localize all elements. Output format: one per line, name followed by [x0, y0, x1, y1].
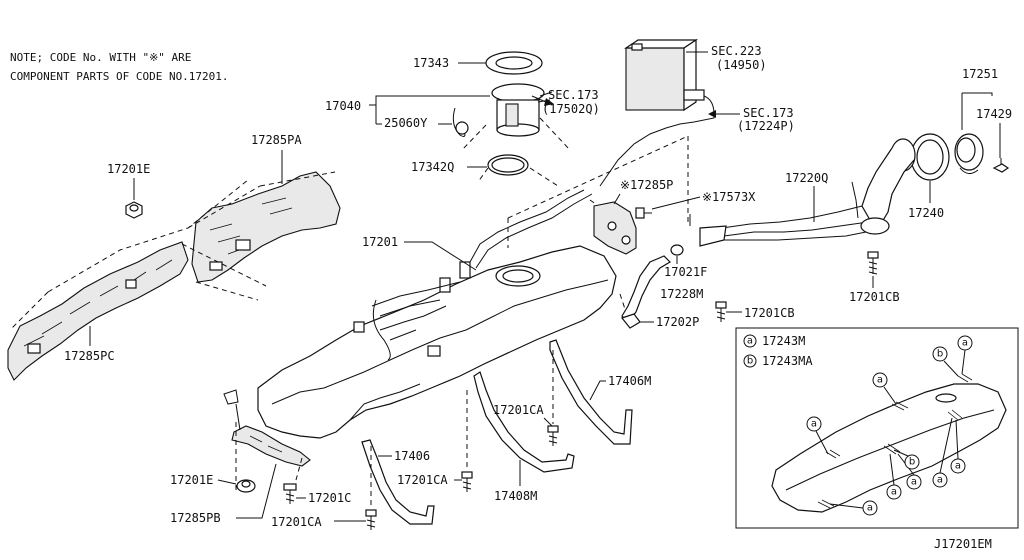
- label-17251: 17251: [962, 67, 998, 81]
- label-17201cb-right: 17201CB: [849, 290, 900, 304]
- evap-canister-sec223: [599, 38, 715, 187]
- svg-text:a: a: [891, 487, 897, 498]
- nut-17201e-bottom: [236, 479, 256, 493]
- callout-a-5: a: [932, 417, 953, 488]
- inset-sensor-location-panel: a 17243M b 17243MA a a b a: [735, 327, 1019, 529]
- label-17285pc: 17285PC: [64, 349, 115, 363]
- svg-text:a: a: [867, 503, 873, 514]
- bolt-17201ca-mid: [547, 425, 559, 446]
- label-sec223: SEC.223: [711, 44, 762, 58]
- note-line-1: NOTE; CODE No. WITH "※" ARE: [10, 51, 191, 64]
- heat-shield-17285pa: [191, 171, 341, 283]
- callout-a-2: a: [872, 372, 897, 405]
- svg-text:a: a: [911, 477, 917, 488]
- legend-a-symbol: a: [747, 336, 753, 347]
- svg-text:a: a: [937, 475, 943, 486]
- label-17201ca-mid: 17201CA: [493, 403, 544, 417]
- bolt-17201cb-mid: [715, 301, 727, 322]
- label-17406m: 17406M: [608, 374, 651, 388]
- callout-a-7: a: [886, 453, 902, 500]
- bolt-17201c: [283, 483, 297, 504]
- fuel-tank-17201: [257, 189, 617, 439]
- filler-tube-17220q: [689, 138, 916, 247]
- svg-text:b: b: [937, 349, 943, 360]
- bolt-17201cb-right: [867, 251, 879, 275]
- strap-17406m: [549, 339, 633, 445]
- legend-b-circle: [743, 354, 757, 368]
- callout-b-2: b: [893, 449, 920, 470]
- bracket-17285p: [593, 201, 637, 255]
- label-17228m: 17228M: [660, 287, 703, 301]
- svg-text:a: a: [955, 461, 961, 472]
- label-25060y: 25060Y: [384, 116, 428, 130]
- heat-shield-17285pc: [7, 241, 189, 381]
- label-17201ca-bottom: 17201CA: [271, 515, 322, 529]
- heat-shield-17285pb: [223, 389, 311, 467]
- label-17201e-top: 17201E: [107, 162, 150, 176]
- label-17201: 17201: [362, 235, 398, 249]
- fuel-pump-gasket-17343: [485, 51, 543, 75]
- label-sec173-b: SEC.173: [743, 106, 794, 120]
- label-17240: 17240: [908, 206, 944, 220]
- label-17202p: 17202P: [656, 315, 699, 329]
- strap-17406: [361, 439, 435, 525]
- strap-17408m: [473, 371, 575, 473]
- callout-a-8: a: [829, 500, 878, 516]
- nut-17201e-top: [125, 201, 143, 219]
- callout-a-4: a: [950, 419, 966, 474]
- fuel-pump-o-ring-17342q: [487, 154, 529, 176]
- clip-17021f: [670, 244, 684, 256]
- filler-cap-clip-17429: [992, 158, 1010, 173]
- callout-a-3: a: [957, 335, 973, 375]
- bolt-17201ca-bottom: [365, 509, 377, 530]
- label-17406: 17406: [394, 449, 430, 463]
- label-sec173-b-ref: (17224P): [737, 119, 795, 133]
- label-17201c: 17201C: [308, 491, 351, 505]
- label-17040: 17040: [325, 99, 361, 113]
- fuel-pump-assembly-17040: [452, 83, 553, 137]
- label-17201e-bottom: 17201E: [170, 473, 213, 487]
- label-sec173-a-ref: (17502Q): [542, 102, 600, 116]
- diagram-code: J17201EM: [934, 537, 992, 551]
- label-17285p: ※17285P: [620, 178, 673, 192]
- label-17285pa: 17285PA: [251, 133, 302, 147]
- bolt-17201ca-bottom-left: [461, 471, 473, 492]
- label-sec173-a: SEC.173: [548, 88, 599, 102]
- label-17408m: 17408M: [494, 489, 537, 503]
- legend-b-code: 17243MA: [762, 354, 813, 368]
- label-17201ca-bottom-left: 17201CA: [397, 473, 448, 487]
- label-17285pb: 17285PB: [170, 511, 221, 525]
- label-17220q: 17220Q: [785, 171, 828, 185]
- legend-b-symbol: b: [747, 356, 753, 367]
- note-line-2: COMPONENT PARTS OF CODE NO.17201.: [10, 70, 229, 83]
- label-17201cb-mid: 17201CB: [744, 306, 795, 320]
- label-sec223-ref: (14950): [716, 58, 767, 72]
- svg-text:a: a: [811, 419, 817, 430]
- arrow-sec173-17502q: [531, 95, 547, 103]
- svg-text:a: a: [962, 338, 968, 349]
- svg-text:a: a: [877, 375, 883, 386]
- label-17343: 17343: [413, 56, 449, 70]
- callout-a-1: a: [806, 416, 829, 455]
- legend-a-code: 17243M: [762, 334, 805, 348]
- filler-ring-17240: [910, 133, 950, 181]
- svg-text:b: b: [909, 457, 915, 468]
- label-17021f: 17021F: [664, 265, 707, 279]
- label-17429: 17429: [976, 107, 1012, 121]
- bolt-17573x: [635, 207, 652, 219]
- legend-a-circle: [743, 334, 757, 348]
- callout-b-1: b: [932, 346, 959, 377]
- filler-cap-17251: [954, 133, 984, 174]
- label-17342q: 17342Q: [411, 160, 454, 174]
- label-17573x: ※17573X: [702, 190, 756, 204]
